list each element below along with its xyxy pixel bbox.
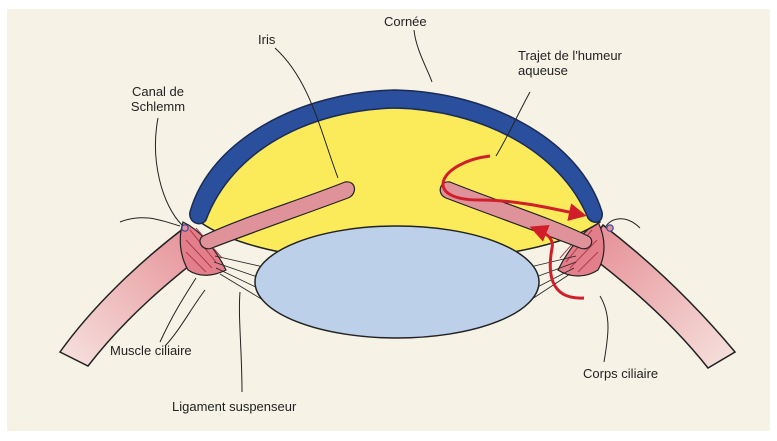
label-corps-ciliaire: Corps ciliaire (583, 366, 658, 381)
leader-canal (155, 118, 182, 225)
sclera-right (585, 225, 735, 368)
label-muscle-ciliaire: Muscle ciliaire (110, 343, 192, 358)
schlemm-canal-left (182, 225, 188, 231)
label-ligament-suspenseur: Ligament suspenseur (172, 399, 296, 414)
crystalline-lens (255, 226, 539, 338)
label-cornee: Cornée (384, 14, 427, 29)
label-trajet-line2: aqueuse (518, 63, 622, 78)
leader-ligament (239, 292, 242, 392)
label-canal-de-schlemm: Canal de Schlemm (118, 84, 198, 114)
schlemm-canal-right (607, 225, 613, 231)
leader-canal-2 (120, 218, 180, 226)
leader-cornee (414, 30, 432, 82)
leader-muscle-2 (165, 290, 205, 346)
label-iris: Iris (258, 32, 275, 47)
label-trajet-humeur-aqueuse: Trajet de l'humeur aqueuse (518, 48, 622, 78)
label-canal-line1: Canal de (118, 84, 198, 99)
leader-corps (600, 296, 608, 362)
label-canal-line2: Schlemm (118, 99, 198, 114)
leader-muscle (160, 278, 196, 342)
label-trajet-line1: Trajet de l'humeur (518, 48, 622, 63)
